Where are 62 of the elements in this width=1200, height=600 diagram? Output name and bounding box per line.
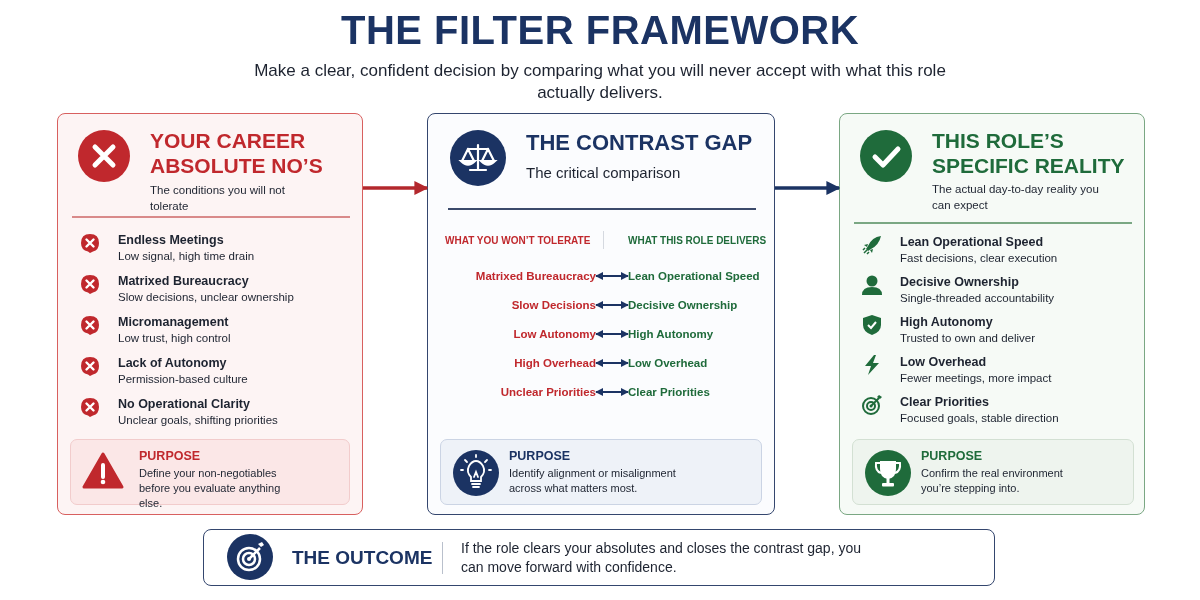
arrow [775, 181, 841, 195]
panel-subtitle: The critical comparison [526, 163, 682, 183]
item-title: Low Overhead [900, 354, 988, 370]
item-title: High Autonomy [900, 314, 994, 330]
panel-subtitle: The actual day-to-day reality you can expect [932, 182, 1100, 213]
item-description: Fewer meetings, more impact [900, 371, 1053, 386]
comparison-term: High Autonomy [628, 325, 714, 343]
comparison-term: Low Autonomy [513, 325, 596, 343]
column-header: WHAT THIS ROLE DELIVERS [628, 235, 768, 246]
panel-heading: YOUR CAREER ABSOLUTE NO’S [150, 128, 324, 178]
item-description: Low signal, high time drain [118, 249, 256, 264]
arrow [595, 330, 629, 338]
comparison-term: Decisive Ownership [628, 296, 738, 314]
item-title: Lean Operational Speed [900, 234, 1045, 250]
item-title: Micromanagement [118, 314, 230, 330]
item-description: Focused goals, stable direction [900, 411, 1060, 426]
arrow [363, 181, 429, 195]
comparison-term: Low Overhead [628, 354, 708, 372]
comparison-term: Matrixed Bureaucracy [475, 267, 596, 285]
item-description: Fast decisions, clear execution [900, 251, 1059, 266]
item-description: Trusted to own and deliver [900, 331, 1037, 346]
item-title: Endless Meetings [118, 232, 225, 248]
arrow [595, 272, 629, 280]
comparison-term: High Overhead [514, 354, 596, 372]
purpose-heading: PURPOSE [921, 449, 983, 463]
panel-card [57, 113, 363, 515]
panel-subtitle: The conditions you will not tolerate [150, 183, 286, 214]
panel-card [839, 113, 1145, 515]
outcome-text: If the role clears your absolutes and closes the contrast gap, you can move forward with confidence. [461, 539, 862, 577]
outcome-heading: THE OUTCOME [292, 547, 433, 569]
purpose-heading: PURPOSE [509, 449, 571, 463]
item-title: Decisive Ownership [900, 274, 1020, 290]
purpose-description: Identify alignment or misalignment across what matters most. [509, 466, 677, 496]
subtitle: Make a clear, confident decision by comparing what you will never accept with what this role actually delivers. [253, 60, 947, 104]
purpose-box [70, 439, 350, 505]
purpose-box [440, 439, 762, 505]
item-title: Clear Priorities [900, 394, 990, 410]
title: THE FILTER FRAMEWORK [339, 8, 861, 53]
column-header: WHAT YOU WON’T TOLERATE [445, 235, 592, 246]
item-title: No Operational Clarity [118, 396, 251, 412]
panel-card [427, 113, 775, 515]
purpose-heading: PURPOSE [139, 449, 201, 463]
arrow [595, 301, 629, 309]
purpose-description: Define your non-negotiables before you evaluate anything else. [139, 466, 282, 511]
comparison-term: Lean Operational Speed [628, 267, 760, 285]
arrow [595, 388, 629, 396]
item-description: Slow decisions, unclear ownership [118, 290, 295, 305]
arrow [595, 359, 629, 367]
comparison-term: Slow Decisions [511, 296, 596, 314]
comparison-term: Clear Priorities [628, 383, 710, 401]
outcome-banner [203, 529, 995, 586]
comparison-term: Unclear Priorities [500, 383, 596, 401]
item-description: Low trust, high control [118, 331, 232, 346]
panel-heading: THE CONTRAST GAP [526, 130, 754, 156]
panel-heading: THIS ROLE’S SPECIFIC REALITY [932, 128, 1126, 178]
purpose-box [852, 439, 1134, 505]
item-description: Permission-based culture [118, 372, 249, 387]
item-title: Matrixed Bureaucracy [118, 273, 250, 289]
item-description: Unclear goals, shifting priorities [118, 413, 279, 428]
purpose-description: Confirm the real environment you’re stepping into. [921, 466, 1064, 496]
item-description: Single-threaded accountability [900, 291, 1056, 306]
item-title: Lack of Autonomy [118, 355, 228, 371]
